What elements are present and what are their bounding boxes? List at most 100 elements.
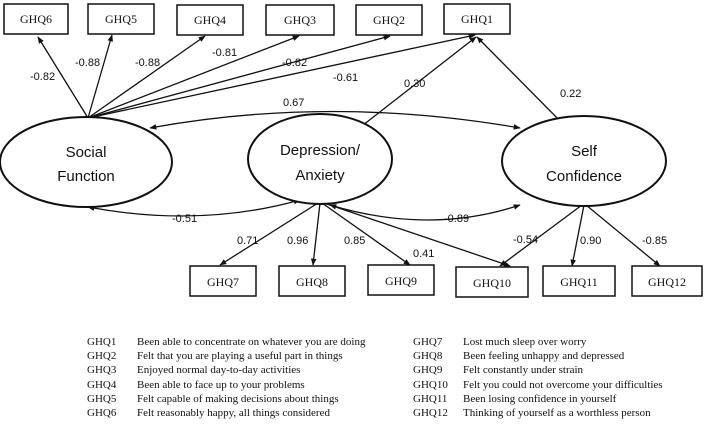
coef-sf-ghq1: -0.61 bbox=[333, 72, 358, 84]
box-ghq5-label: GHQ5 bbox=[105, 12, 137, 26]
legend-text: Been able to concentrate on whatever you… bbox=[137, 336, 366, 348]
latent-self-confidence bbox=[501, 115, 667, 207]
coef-sf-ghq5: -0.88 bbox=[75, 57, 100, 69]
box-ghq7-label: GHQ7 bbox=[207, 275, 239, 289]
box-ghq4 bbox=[176, 4, 244, 36]
legend-item: GHQ10 Felt you could not overcome your di… bbox=[413, 378, 663, 392]
legend-code: GHQ7 bbox=[413, 336, 443, 348]
legend-code: GHQ3 bbox=[87, 364, 117, 377]
legend-item: GHQ8 Been feeling unhappy and depressed bbox=[413, 349, 663, 363]
legend-code: GHQ12 bbox=[413, 406, 448, 419]
latent-self-line2: Confidence bbox=[546, 168, 622, 185]
path-da-ghq7 bbox=[219, 202, 319, 266]
box-ghq1 bbox=[443, 3, 511, 35]
legend-code: GHQ9 bbox=[413, 364, 443, 377]
legend-item: GHQ9 Felt constantly under strain bbox=[413, 363, 663, 377]
path-sf-ghq3 bbox=[87, 35, 300, 119]
latent-depression-anxiety bbox=[247, 113, 393, 205]
path-sf-ghq6 bbox=[37, 36, 89, 119]
path-sc-ghq12 bbox=[585, 204, 661, 267]
path-da-ghq8 bbox=[310, 202, 321, 266]
coef-sc-ghq10: -0.54 bbox=[513, 234, 538, 246]
legend-text: Been losing confidence in yourself bbox=[463, 392, 617, 405]
path-da-ghq9 bbox=[321, 202, 411, 266]
box-ghq12-label: GHQ12 bbox=[648, 275, 686, 289]
legend-text: Felt you could not overcome your difficu… bbox=[463, 378, 663, 391]
box-ghq1-label: GHQ1 bbox=[461, 12, 493, 26]
latent-self-line1: Self bbox=[571, 143, 598, 160]
coef-sf-da: -0.51 bbox=[172, 213, 197, 225]
legend-code: GHQ8 bbox=[413, 350, 443, 363]
coef-sc-ghq11: 0.90 bbox=[580, 235, 601, 247]
path-da-ghq1 bbox=[357, 36, 477, 130]
path-sc-ghq10 bbox=[499, 204, 583, 267]
path-diagram: GHQ6 GHQ5 GHQ4 GHQ3 GHQ2 GHQ1 Social Fun… bbox=[0, 3, 703, 298]
legend-item: GHQ4 Been able to face up to your problem… bbox=[87, 378, 365, 392]
box-ghq6-label: GHQ6 bbox=[20, 12, 52, 26]
legend-code: GHQ5 bbox=[87, 392, 117, 405]
path-sf-ghq5 bbox=[87, 34, 113, 119]
legend-text: Felt that you are playing a useful part … bbox=[137, 350, 343, 363]
legend-text: Felt capable of making decisions about t… bbox=[137, 392, 339, 405]
path-sf-ghq4 bbox=[87, 35, 206, 119]
coef-da-sc: -0.89 bbox=[444, 213, 469, 225]
box-ghq10-label: GHQ10 bbox=[473, 276, 511, 290]
box-ghq5 bbox=[87, 3, 155, 35]
box-ghq9-label: GHQ9 bbox=[385, 274, 417, 288]
latent-social-line1: Social bbox=[66, 144, 107, 161]
legend-text: Felt constantly under strain bbox=[463, 364, 584, 377]
legend-code: GHQ2 bbox=[87, 350, 117, 363]
coef-da-ghq8: 0.96 bbox=[287, 235, 308, 247]
legend-text: Thinking of yourself as a worthless pers… bbox=[463, 406, 651, 419]
box-ghq11-label: GHQ11 bbox=[560, 275, 598, 289]
box-ghq7 bbox=[189, 265, 257, 297]
coef-da-ghq10: 0.41 bbox=[413, 248, 434, 260]
path-sf-ghq2 bbox=[87, 34, 391, 119]
path-sc-ghq1 bbox=[476, 36, 569, 130]
box-ghq2 bbox=[355, 4, 423, 36]
legend-item: GHQ1 Been able to concentrate on whatever… bbox=[87, 335, 365, 349]
box-ghq11 bbox=[542, 265, 616, 297]
latent-social-line2: Function bbox=[57, 168, 115, 185]
coef-da-ghq7: 0.71 bbox=[237, 235, 258, 247]
legend-code: GHQ1 bbox=[87, 336, 117, 348]
path-sf-sc bbox=[149, 110, 521, 130]
legend-item: GHQ5 Felt capable of making decisions abo… bbox=[87, 392, 365, 406]
box-ghq8 bbox=[278, 265, 346, 297]
legend-text: Been feeling unhappy and depressed bbox=[463, 350, 625, 363]
legend-item: GHQ12 Thinking of yourself as a worthless… bbox=[413, 406, 663, 420]
path-sf-ghq1 bbox=[87, 33, 476, 119]
latent-social-function bbox=[0, 116, 173, 208]
box-ghq2-label: GHQ2 bbox=[373, 13, 405, 27]
coef-sf-sc: 0.67 bbox=[283, 97, 304, 109]
legend-left: GHQ1 Been able to concentrate on whatever… bbox=[87, 335, 365, 420]
legend-text: Been able to face up to your problems bbox=[137, 378, 305, 391]
box-ghq3 bbox=[265, 4, 335, 36]
legend-item: GHQ11 Been losing confidence in yourself bbox=[413, 392, 663, 406]
coef-sc-ghq1: 0.22 bbox=[560, 88, 581, 100]
legend-item: GHQ2 Felt that you are playing a useful p… bbox=[87, 349, 365, 363]
legend-code: GHQ11 bbox=[413, 392, 448, 405]
box-ghq4-label: GHQ4 bbox=[194, 13, 226, 27]
path-da-sc bbox=[329, 204, 521, 221]
box-ghq3-label: GHQ3 bbox=[284, 13, 316, 27]
path-sf-da bbox=[87, 199, 301, 217]
latent-depression-line2: Anxiety bbox=[295, 167, 345, 184]
coef-sc-ghq12: -0.85 bbox=[642, 235, 667, 247]
box-ghq8-label: GHQ8 bbox=[296, 275, 328, 289]
box-ghq12 bbox=[631, 265, 703, 297]
legend-code: GHQ4 bbox=[87, 378, 117, 391]
coef-sf-ghq3: -0.81 bbox=[212, 47, 237, 59]
coef-da-ghq9: 0.85 bbox=[344, 235, 365, 247]
legend-item: GHQ7 Lost much sleep over worry bbox=[413, 335, 663, 349]
coef-sf-ghq6: -0.82 bbox=[30, 71, 55, 83]
box-ghq9 bbox=[367, 264, 435, 296]
path-sc-ghq11 bbox=[570, 204, 585, 267]
legend-code: GHQ10 bbox=[413, 378, 448, 391]
legend-text: Lost much sleep over worry bbox=[463, 336, 587, 348]
path-da-ghq10 bbox=[323, 202, 511, 267]
coef-da-ghq1: 0.30 bbox=[404, 78, 425, 90]
coef-sf-ghq2: -0.82 bbox=[282, 57, 307, 69]
